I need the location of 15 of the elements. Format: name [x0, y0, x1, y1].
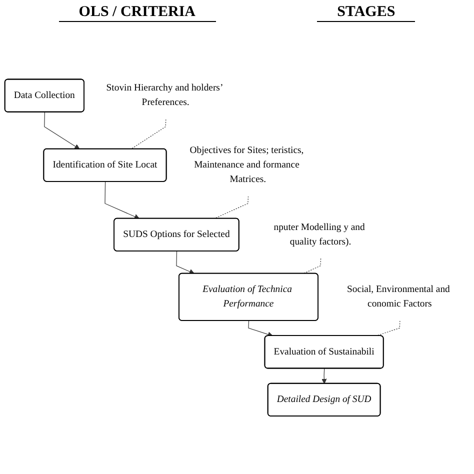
node-text: Objectives for Sites; teristics, Maintenance and formance Matrices. — [190, 145, 304, 184]
arrow — [248, 320, 273, 337]
arrow — [44, 112, 80, 150]
arrow — [176, 250, 194, 274]
column-heading: OLS / CRITERIA — [58, 4, 216, 22]
arrow — [104, 181, 140, 220]
connector — [303, 258, 322, 274]
connector — [214, 196, 249, 219]
column-heading: STAGES — [317, 4, 416, 22]
node-text: nputer Modelling y and quality factors). — [274, 222, 365, 247]
connector — [130, 119, 166, 150]
connector — [376, 320, 400, 336]
node-text: Stovin Hierarchy and holders’ Preferences. — [106, 82, 222, 108]
arrow — [322, 368, 327, 384]
node-text: Social, Environmental and conomic Factors — [346, 284, 450, 309]
